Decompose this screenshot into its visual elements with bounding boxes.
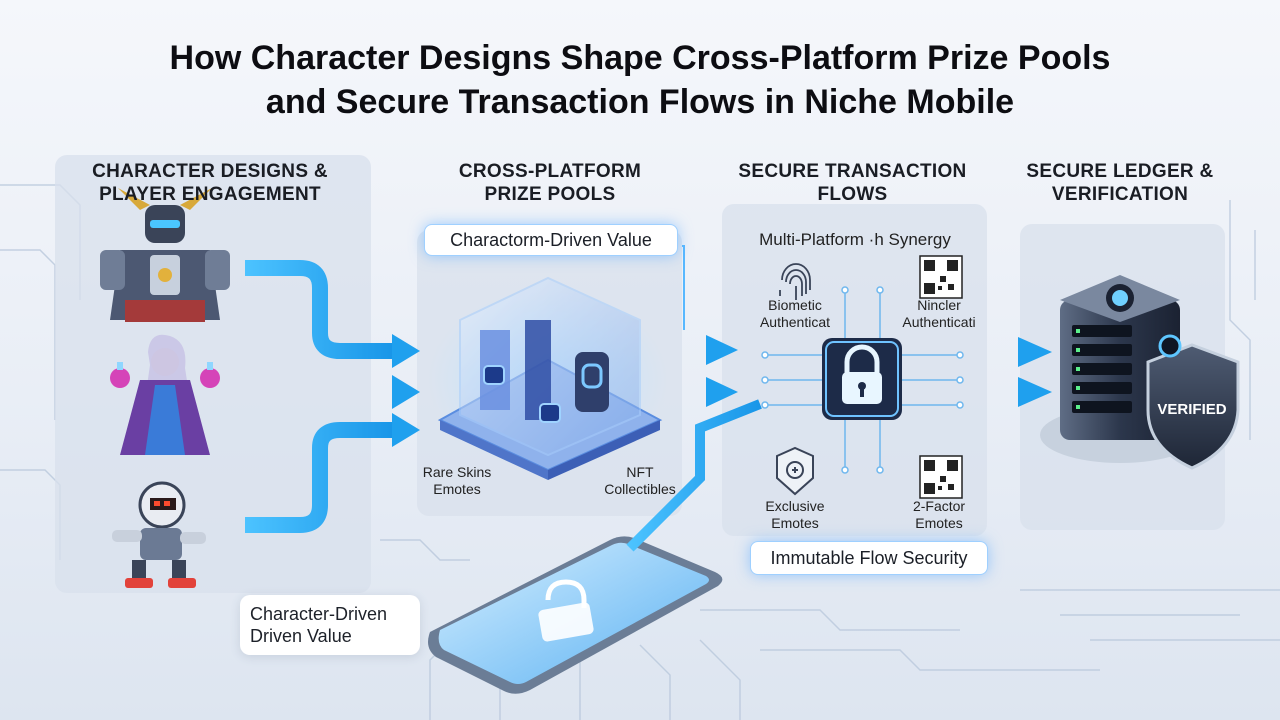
prize-pool-cube-icon [428,276,668,480]
page-title: How Character Designs Shape Cross-Platfo… [0,36,1280,124]
padlock-icon [822,338,902,420]
exclusive-emotes-label: Exclusive Emotes [765,498,825,531]
qr-code-icon [919,255,963,299]
column-heading-ledger: SECURE LEDGER & VERIFICATION [1026,161,1214,205]
qr-code-icon [919,455,963,499]
title-line-1: How Character Designs Shape Cross-Platfo… [169,39,1111,77]
samurai-mech-character [100,188,230,322]
rare-skins-note: Rare Skins Emotes [422,464,492,497]
column-heading-characters: CHARACTER DESIGNS & PLAYER ENGAGEMENT [92,161,328,205]
immutable-flow-badge: Immutable Flow Security [750,541,988,575]
emote-badge-icon [776,446,814,496]
column-heading-transactions: SECURE TRANSACTION FLOWS [738,161,967,205]
biometric-auth-label: Biometic Authenticat [759,297,831,330]
transaction-circuitry [765,290,960,470]
shield-icon [1146,334,1240,470]
fingerprint-icon [779,263,811,300]
title-line-2: and Secure Transaction Flows in Niche Mo… [265,83,1015,121]
verified-label: VERIFIED [1157,401,1226,418]
mage-character [110,334,220,455]
phone-connector [626,399,762,552]
connector-line [682,245,685,330]
transactions-header: Multi-Platform ·h Synergy [759,230,951,249]
arrow-icon [245,260,392,533]
qr-auth-label: Nincler Authenticati [902,297,976,330]
column-heading-prize-pools: CROSS-PLATFORM PRIZE POOLS [458,161,642,205]
character-value-box: Character-Driven Driven Value [240,595,420,655]
two-factor-emotes-label: 2-Factor Emotes [912,498,966,531]
prize-pool-badge: Charactorm-Driven Value [424,224,678,256]
smartphone-icon [428,536,723,694]
nft-collectibles-note: NFT Collectibles [604,464,676,497]
robot-runner-character [112,481,206,588]
